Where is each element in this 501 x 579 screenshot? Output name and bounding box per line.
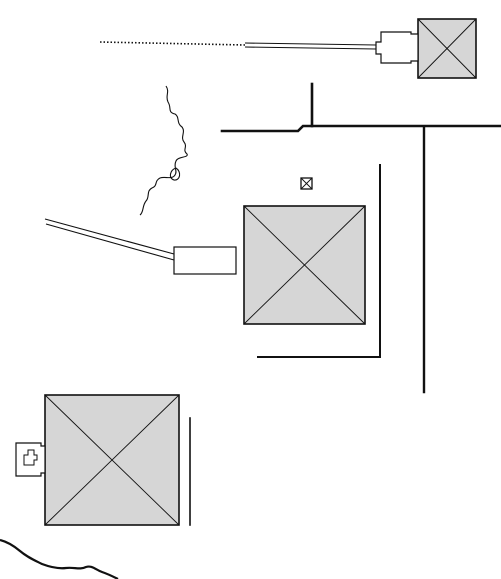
- wadi-channel: [139, 85, 188, 216]
- pyramid-center: [243, 205, 366, 325]
- temple-inner: [23, 449, 38, 466]
- satellite-pyramid: [300, 177, 313, 190]
- shoreline: [0, 538, 119, 579]
- causeway-top: [99, 41, 377, 50]
- enclosure-walls: [189, 82, 501, 526]
- pyramid-top-right: [417, 18, 477, 79]
- mortuary-temple-center: [173, 246, 237, 275]
- pyramid-bottom-left: [44, 394, 180, 526]
- mortuary-temple-top: [375, 31, 419, 64]
- wadi-loop: [169, 167, 181, 181]
- mortuary-temple-bottom-left: [15, 442, 46, 477]
- causeway-center: [44, 218, 175, 261]
